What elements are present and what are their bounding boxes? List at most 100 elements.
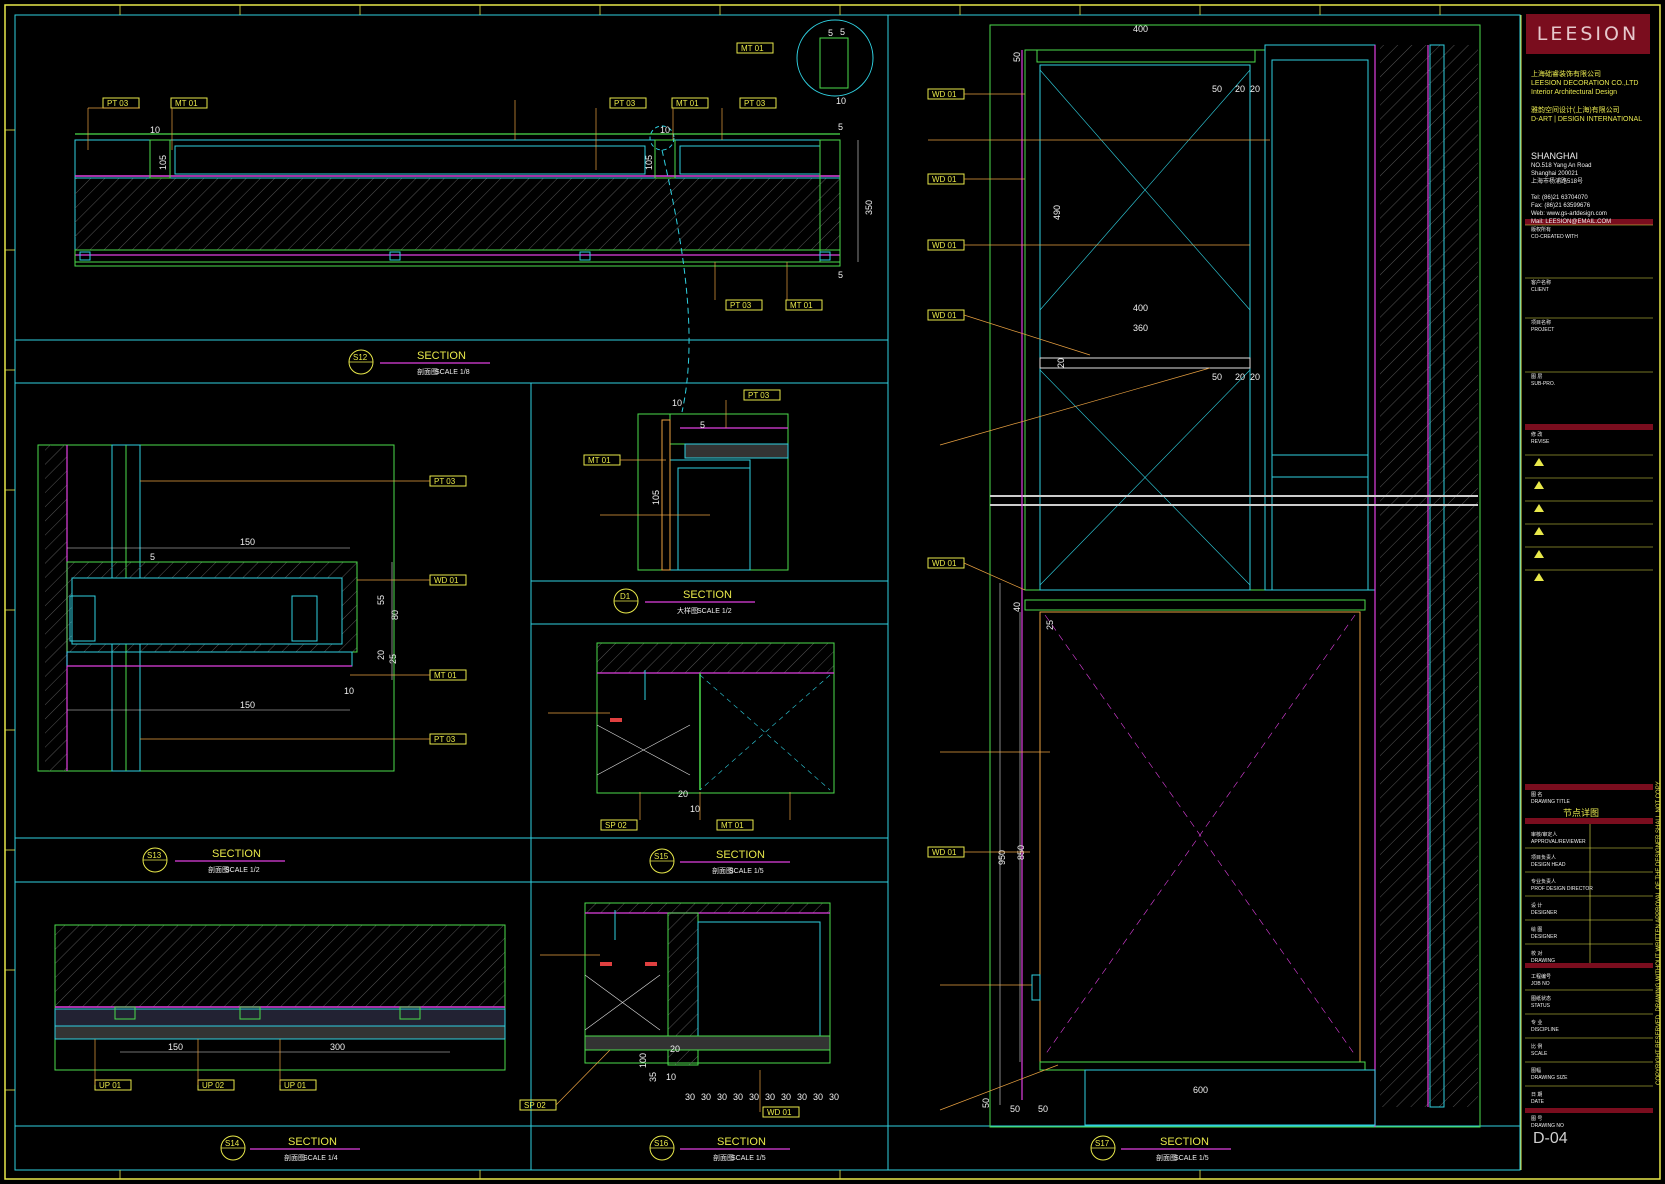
s16-tags: SP 02 WD 01 [519, 1099, 800, 1118]
subsidiary-en: D-ART | DESIGN INTERNATIONAL [1531, 116, 1643, 123]
section-s17-drawing [989, 24, 1481, 1128]
dim-label: 10 [690, 804, 700, 814]
section-sub: 剖面图 [1156, 1153, 1177, 1162]
dim-label: 20 [670, 1044, 680, 1054]
tb-row: 图 号 DRAWING NO [1531, 1116, 1564, 1130]
tb-row: 项目负责人 DESIGN HEAD [1531, 855, 1565, 869]
material-tag: PT 03 [614, 99, 636, 108]
company-tag: Interior Architectural Design [1531, 89, 1617, 96]
section-title-s14: S14 SECTION 剖面图 SCALE 1/4 [220, 1135, 360, 1162]
section-title-s12: S12 SECTION 剖面图 SCALE 1/8 [348, 349, 490, 376]
row-en: APPROVAL/REVIEWER [1531, 839, 1586, 845]
dim-label: 5 [828, 28, 833, 38]
s16-dims: 100 20 35 10 30 30 30 30 30 30 30 30 30 … [638, 1044, 839, 1102]
d1-dims: 10 5 105 [651, 398, 705, 505]
material-tag: WD 01 [932, 90, 957, 99]
title-block-lines [1525, 219, 1653, 1113]
section-id: S13 [147, 851, 162, 860]
material-tag: WD 01 [932, 175, 957, 184]
drawing-number: D-04 [1533, 1130, 1568, 1147]
tb-row: 版权所有 CO-CREATED WITH [1531, 227, 1578, 241]
row-cn: 绘 图 [1531, 927, 1543, 933]
dim-label: 600 [1193, 1085, 1208, 1095]
company-name: 上海础睿装饰有限公司 LEESION DECORATION CO.,LTD In… [1531, 70, 1642, 124]
tb-row: 工程编号 JOB NO [1531, 974, 1551, 988]
s14-tags: UP 01 UP 02 UP 01 [94, 1079, 317, 1091]
section-s15-drawing [596, 642, 835, 794]
dim-label: 5 [838, 270, 843, 280]
section-sub: 剖面图 [208, 865, 229, 874]
row-en: CO-CREATED WITH [1531, 234, 1578, 240]
drawing-title: 节点详图 [1563, 808, 1600, 818]
section-id: S12 [353, 353, 368, 362]
dim-label: 30 [733, 1092, 743, 1102]
tb-row: 图纸状态 STATUS [1531, 996, 1551, 1010]
dim-label: 20 [1235, 372, 1245, 382]
dim-label: 20 [678, 789, 688, 799]
company-en: LEESION DECORATION CO.,LTD [1531, 80, 1639, 87]
dim-label: 20 [1250, 84, 1260, 94]
row-cn: 设 计 [1531, 903, 1543, 909]
s15-leaders [548, 712, 791, 820]
dim-label: 50 [1012, 52, 1022, 62]
dim-label: 5 [840, 27, 845, 37]
company-address: SHANGHAI NO.518 Yang An Road Shanghai 20… [1531, 152, 1611, 226]
dim-label: 30 [685, 1092, 695, 1102]
dim-label: 10 [344, 686, 354, 696]
dim-label: 30 [717, 1092, 727, 1102]
dim-label: 400 [1133, 24, 1148, 34]
row-en: DESIGN HEAD [1531, 862, 1566, 868]
dim-label: 350 [864, 200, 874, 215]
section-title-d1: D1 SECTION 大样图 SCALE 1/2 [613, 588, 755, 615]
tb-row: 专 业 DISCIPLINE [1531, 1020, 1559, 1034]
dim-label: 50 [1038, 1104, 1048, 1114]
contact-label: Mail: [1531, 219, 1544, 225]
s15-dims: 20 10 [678, 789, 700, 814]
dim-label: 25 [388, 654, 398, 664]
dim-label: 10 [836, 96, 846, 106]
material-tag: PT 03 [748, 391, 770, 400]
material-tag: MT 01 [175, 99, 198, 108]
section-scale: SCALE 1/5 [1174, 1155, 1209, 1162]
dim-label: 150 [168, 1042, 183, 1052]
s13-tags: PT 03 WD 01 MT 01 PT 03 [429, 475, 467, 745]
material-tag: WD 01 [932, 848, 957, 857]
row-en: DRAWING SIZE [1531, 1075, 1568, 1081]
section-label: SECTION [417, 350, 466, 362]
dim-label: 20 [1056, 358, 1066, 368]
s17-dims: 400 50 50 20 20 490 400 360 20 50 20 20 … [981, 24, 1260, 1114]
dim-label: 30 [701, 1092, 711, 1102]
dim-label: 105 [158, 155, 168, 170]
contact-label: Tel: [1531, 195, 1541, 201]
row-en: REVISE [1531, 439, 1550, 445]
tb-row: 比 例 SCALE [1531, 1044, 1547, 1058]
grid-ticks [5, 5, 1441, 1179]
tb-row: 设 计 DESIGNER [1531, 903, 1557, 917]
s12-tags: PT 03 MT 01 PT 03 MT 01 PT 03 MT 01 PT 0… [102, 42, 823, 311]
section-s12-drawing [74, 19, 874, 413]
dim-label: 300 [330, 1042, 345, 1052]
row-en: DRAWING TITLE [1531, 799, 1570, 805]
tb-row: 项目名称 PROJECT [1531, 320, 1554, 334]
dim-label: 360 [1133, 323, 1148, 333]
dim-label: 25 [1045, 620, 1055, 630]
section-s14-drawing [54, 924, 506, 1071]
row-en: PROF DESIGN DIRECTOR [1531, 886, 1593, 892]
contact-value: LEESION@EMAIL.COM [1545, 219, 1612, 225]
row-en: JOB NO [1531, 981, 1550, 987]
dim-label: 10 [150, 125, 160, 135]
section-label: SECTION [683, 589, 732, 601]
row-cn: 修 改 [1531, 432, 1543, 438]
dim-label: 5 [700, 420, 705, 430]
dim-label: 40 [1012, 602, 1022, 612]
material-tag: WD 01 [932, 559, 957, 568]
material-tag: PT 03 [744, 99, 766, 108]
row-en: SUB-PRO. [1531, 381, 1556, 387]
section-id: S15 [654, 852, 669, 861]
contact-value: (86)21 63599676 [1544, 203, 1591, 209]
material-tag: UP 01 [99, 1081, 122, 1090]
material-tag: PT 03 [434, 477, 456, 486]
material-tag: WD 01 [932, 311, 957, 320]
row-cn: 日 期 [1531, 1092, 1543, 1098]
